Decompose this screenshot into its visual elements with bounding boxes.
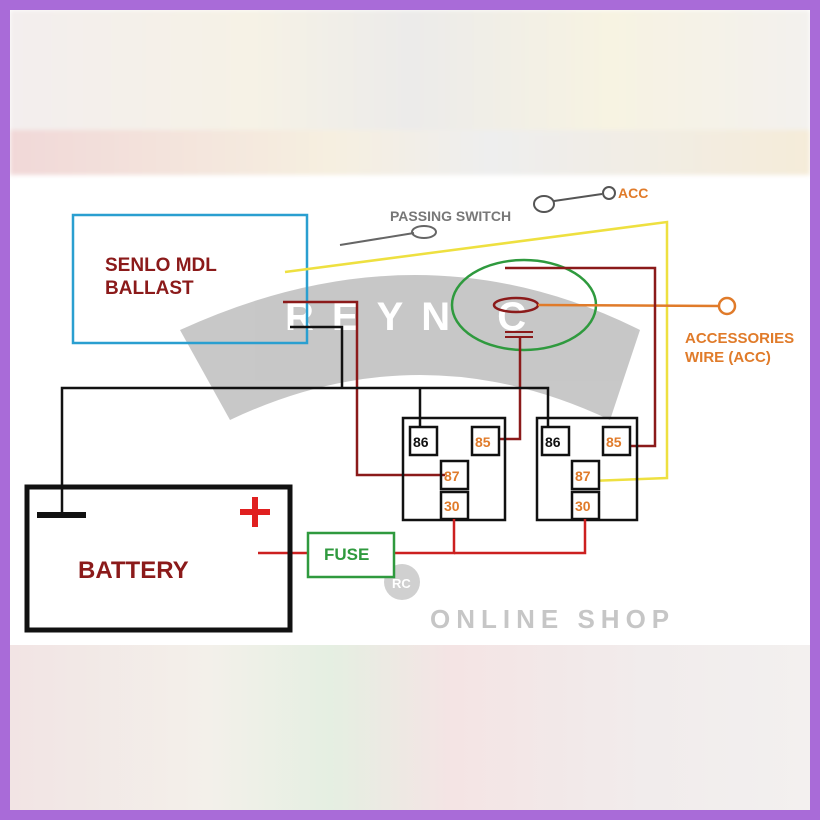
- relay-2-pin-87: [570, 459, 601, 491]
- relay2-85-wire: [505, 266, 657, 448]
- acc-terminal: [602, 186, 616, 200]
- blurred-background-bottom: [10, 645, 810, 810]
- passing-switch-wire: [339, 232, 415, 246]
- blurred-background-top: [10, 10, 810, 175]
- passing-switch-label: PASSING SWITCH: [390, 208, 511, 224]
- battery-label: BATTERY: [78, 557, 189, 584]
- relay-1-pin-87: [439, 459, 470, 491]
- relay-2-pin-86-label: 86: [545, 434, 561, 450]
- passing-switch-terminal: [411, 225, 437, 239]
- relay-1-pin-87-label: 87: [444, 468, 460, 484]
- relay-2-pin-85: [601, 425, 632, 457]
- relay1-85-wire: [495, 338, 522, 441]
- relay-2-pin-87-label: 87: [575, 468, 591, 484]
- relay-1-pin-85-label: 85: [475, 434, 491, 450]
- ground-wire: [60, 386, 550, 515]
- relay-1-pin-86: [408, 425, 439, 457]
- accessories-label-line1: ACCESSORIES: [685, 330, 794, 347]
- relay-1-pin-86-label: 86: [413, 434, 429, 450]
- ballast-label-line2: BALLAST: [105, 278, 194, 299]
- acc-switch-terminal: [533, 195, 555, 213]
- relay1-30-power-wire: [394, 519, 456, 555]
- ballast-label-line1: SENLO MDL: [105, 255, 217, 276]
- yellow-wire: [284, 220, 669, 483]
- watermark-badge-text: RC: [392, 576, 411, 591]
- battery: [24, 484, 293, 633]
- fuse-label: FUSE: [324, 545, 369, 564]
- fuse-box: [306, 531, 396, 579]
- watermark-subtitle: ONLINE SHOP: [430, 604, 675, 634]
- accessories-wire: [537, 303, 721, 308]
- relay-1-pin-30-label: 30: [444, 498, 460, 514]
- ballast-box: [71, 213, 309, 345]
- relay-2-pin-30-label: 30: [575, 498, 591, 514]
- relay-2-pin-85-label: 85: [606, 434, 622, 450]
- accessories-label-line2: WIRE (ACC): [685, 349, 771, 366]
- relay-2-pin-86: [540, 425, 571, 457]
- relay2-30-power-wire: [454, 519, 587, 555]
- relay-1-pin-85: [470, 425, 501, 457]
- relay-2: 86 85 87 30: [535, 416, 639, 522]
- relay-1: 86 85 87 30: [401, 416, 507, 522]
- relay-1-pin-30: [439, 490, 470, 521]
- accessories-terminal: [717, 296, 737, 316]
- battery-positive-icon: [240, 497, 270, 527]
- acc-label: ACC: [618, 185, 648, 201]
- image-frame: [10, 10, 810, 810]
- acc-switch-wire: [553, 193, 603, 202]
- ballast-ground-wire: [290, 325, 344, 388]
